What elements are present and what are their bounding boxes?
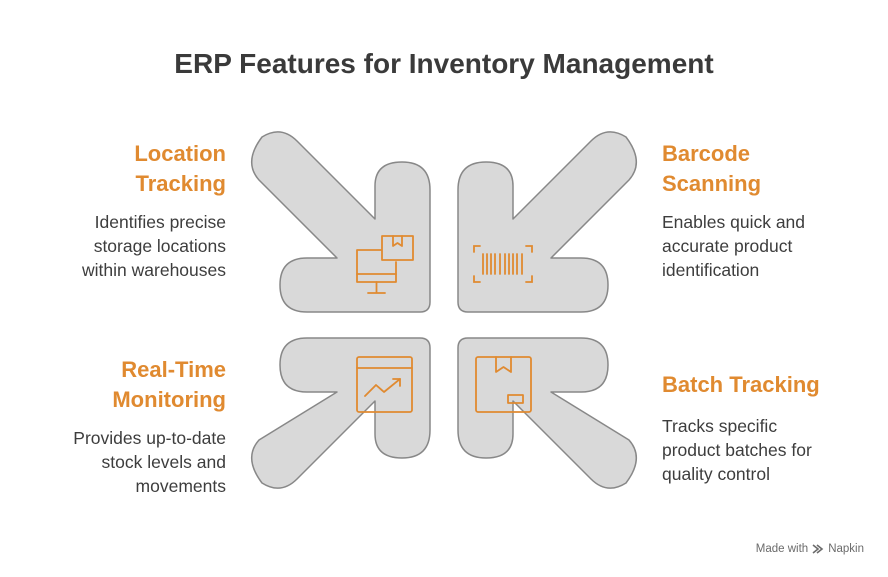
description-line: stock levels and xyxy=(101,452,226,472)
heading-line: Scanning xyxy=(662,171,762,196)
footer-attribution: Made with Napkin xyxy=(756,543,864,555)
heading-line: Monitoring xyxy=(112,387,226,412)
location-tracking-heading: Location Tracking xyxy=(26,139,226,199)
napkin-logo-icon xyxy=(812,544,824,554)
description-line: identification xyxy=(662,260,760,280)
real-time-monitoring-heading: Real-Time Monitoring xyxy=(26,355,226,415)
description-line: Identifies precise xyxy=(94,212,226,232)
trending-chart-icon xyxy=(356,356,413,413)
description-line: Enables quick and xyxy=(662,212,806,232)
description-line: movements xyxy=(135,476,226,496)
description-line: storage locations xyxy=(93,236,226,256)
package-box-icon xyxy=(475,356,532,413)
barcode-scanning-heading: Barcode Scanning xyxy=(662,139,862,199)
brand-name[interactable]: Napkin xyxy=(828,543,864,555)
description-line: quality control xyxy=(662,464,770,484)
arrow-top-left-shape xyxy=(251,131,431,313)
arrow-bottom-left-shape xyxy=(251,337,431,489)
heading-line: Tracking xyxy=(135,171,226,196)
heading-line: Real-Time xyxy=(121,357,226,382)
computer-box-icon xyxy=(356,235,414,294)
description-line: product batches for xyxy=(662,440,812,460)
description-line: within warehouses xyxy=(82,260,226,280)
heading-line: Batch Tracking xyxy=(662,372,820,397)
page-title: ERP Features for Inventory Management xyxy=(174,48,714,79)
heading-line: Barcode xyxy=(662,141,751,166)
arrow-bottom-right-shape xyxy=(457,337,637,489)
location-tracking-description: Identifies precise storage locations wit… xyxy=(16,210,226,282)
batch-tracking-description: Tracks specific product batches for qual… xyxy=(662,414,872,486)
description-line: accurate product xyxy=(662,236,793,256)
heading-line: Location xyxy=(134,141,226,166)
batch-tracking-heading: Batch Tracking xyxy=(662,370,862,400)
barcode-icon xyxy=(473,245,533,283)
arrow-top-right-shape xyxy=(457,131,637,313)
barcode-scanning-description: Enables quick and accurate product ident… xyxy=(662,210,872,282)
made-with-label: Made with xyxy=(755,543,809,555)
description-line: Tracks specific xyxy=(662,416,778,436)
real-time-monitoring-description: Provides up-to-date stock levels and mov… xyxy=(16,426,226,498)
description-line: Provides up-to-date xyxy=(73,428,226,448)
